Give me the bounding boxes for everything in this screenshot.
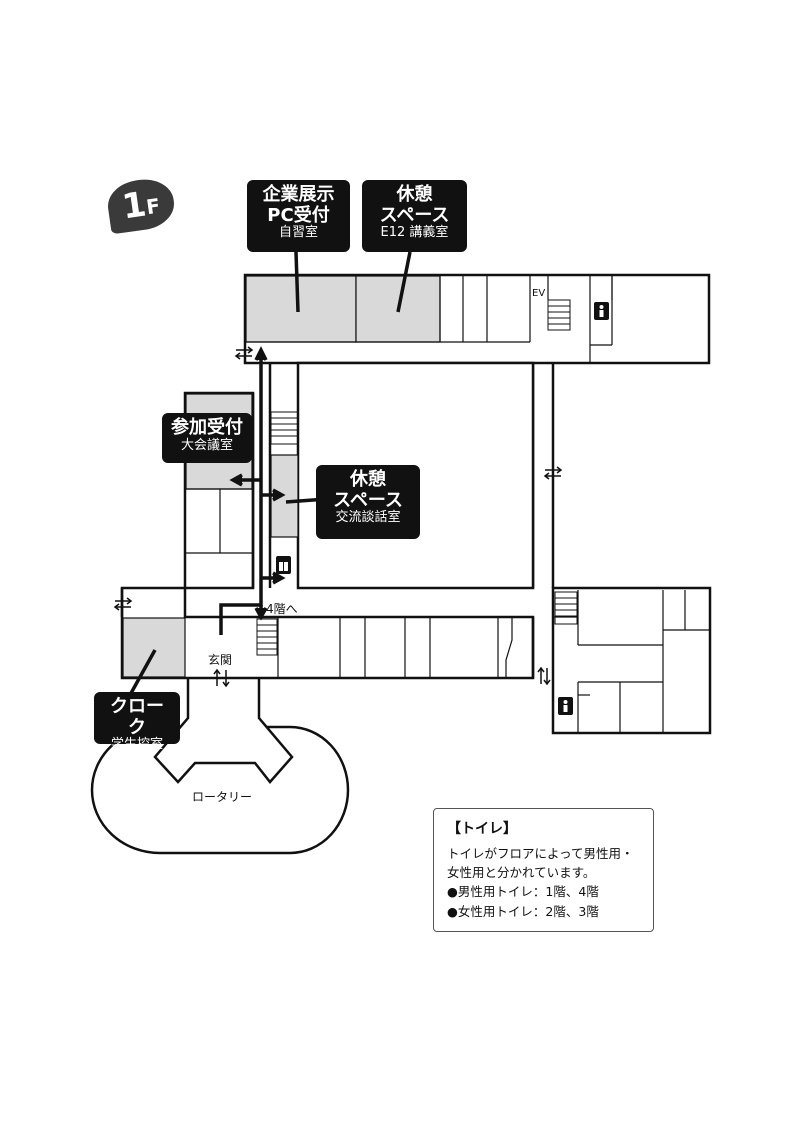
callout-exhibit: 企業展示 PC受付 自習室 xyxy=(247,180,350,252)
callout-rest-top-sub: E12 講義室 xyxy=(380,225,449,241)
callout-rest-mid-title: 休憩 xyxy=(350,469,386,490)
callout-exhibit-title2: PC受付 xyxy=(267,204,330,226)
ev-label: EV xyxy=(532,288,545,299)
stairs-top xyxy=(547,299,571,331)
callout-rest-top-title: 休憩 xyxy=(396,184,433,205)
right-bottom-block xyxy=(551,586,712,735)
toilet-note-line1: トイレがフロアによって男性用・ xyxy=(447,845,634,861)
double-arrow-door-icon xyxy=(113,597,133,611)
double-arrow-door-icon xyxy=(213,668,230,688)
stairs-left xyxy=(270,411,299,445)
callout-rest-top: 休憩 スペース E12 講義室 xyxy=(362,180,467,252)
callout-rest-mid-title2: スペース xyxy=(333,489,403,511)
callout-exhibit-sub: 自習室 xyxy=(278,225,318,241)
toilet-note-women: ●女性用トイレ：2階、3階 xyxy=(447,903,599,919)
callout-reception-sub: 大会議室 xyxy=(180,437,233,453)
callout-exhibit-title: 企業展示 xyxy=(262,184,335,205)
callout-rest-top-title2: スペース xyxy=(379,204,450,226)
entrance-label: 玄関 xyxy=(208,652,232,667)
double-arrow-door-icon xyxy=(537,666,551,686)
room-exhibit xyxy=(245,275,357,343)
rotary-label: ロータリー xyxy=(192,790,252,804)
double-arrow-door-icon xyxy=(234,346,254,360)
stairs-right xyxy=(554,591,578,625)
callout-cloak-title: クローク xyxy=(110,696,164,738)
toilet-note-line2: 女性用と分かれています。 xyxy=(447,865,596,881)
callout-reception: 参加受付 大会議室 xyxy=(162,413,252,463)
inner-corridor xyxy=(251,363,272,588)
floor-suffix: F xyxy=(144,193,162,220)
double-arrow-door-icon xyxy=(543,466,563,480)
room-student xyxy=(122,617,186,678)
toilet-note-title: 【トイレ】 xyxy=(447,821,517,837)
toilet-note-men: ●男性用トイレ：1階、4階 xyxy=(447,884,599,900)
restroom-icon xyxy=(558,697,573,715)
floor-number: 1 xyxy=(119,184,148,228)
callout-cloak-sub: 学生控室 xyxy=(110,737,163,753)
to-4f-label: 4階へ xyxy=(266,601,298,616)
callout-rest-mid-sub: 交流談話室 xyxy=(335,510,401,526)
toilet-note: 【トイレ】 トイレがフロアによって男性用・ 女性用と分かれています。 ●男性用ト… xyxy=(433,808,654,932)
restroom-icon xyxy=(594,302,609,320)
callout-reception-title: 参加受付 xyxy=(171,417,243,438)
callout-cloak: クローク 学生控室 xyxy=(94,692,180,752)
elevator-icon xyxy=(276,556,291,574)
callout-rest-mid: 休憩 スペース 交流談話室 xyxy=(316,465,420,539)
